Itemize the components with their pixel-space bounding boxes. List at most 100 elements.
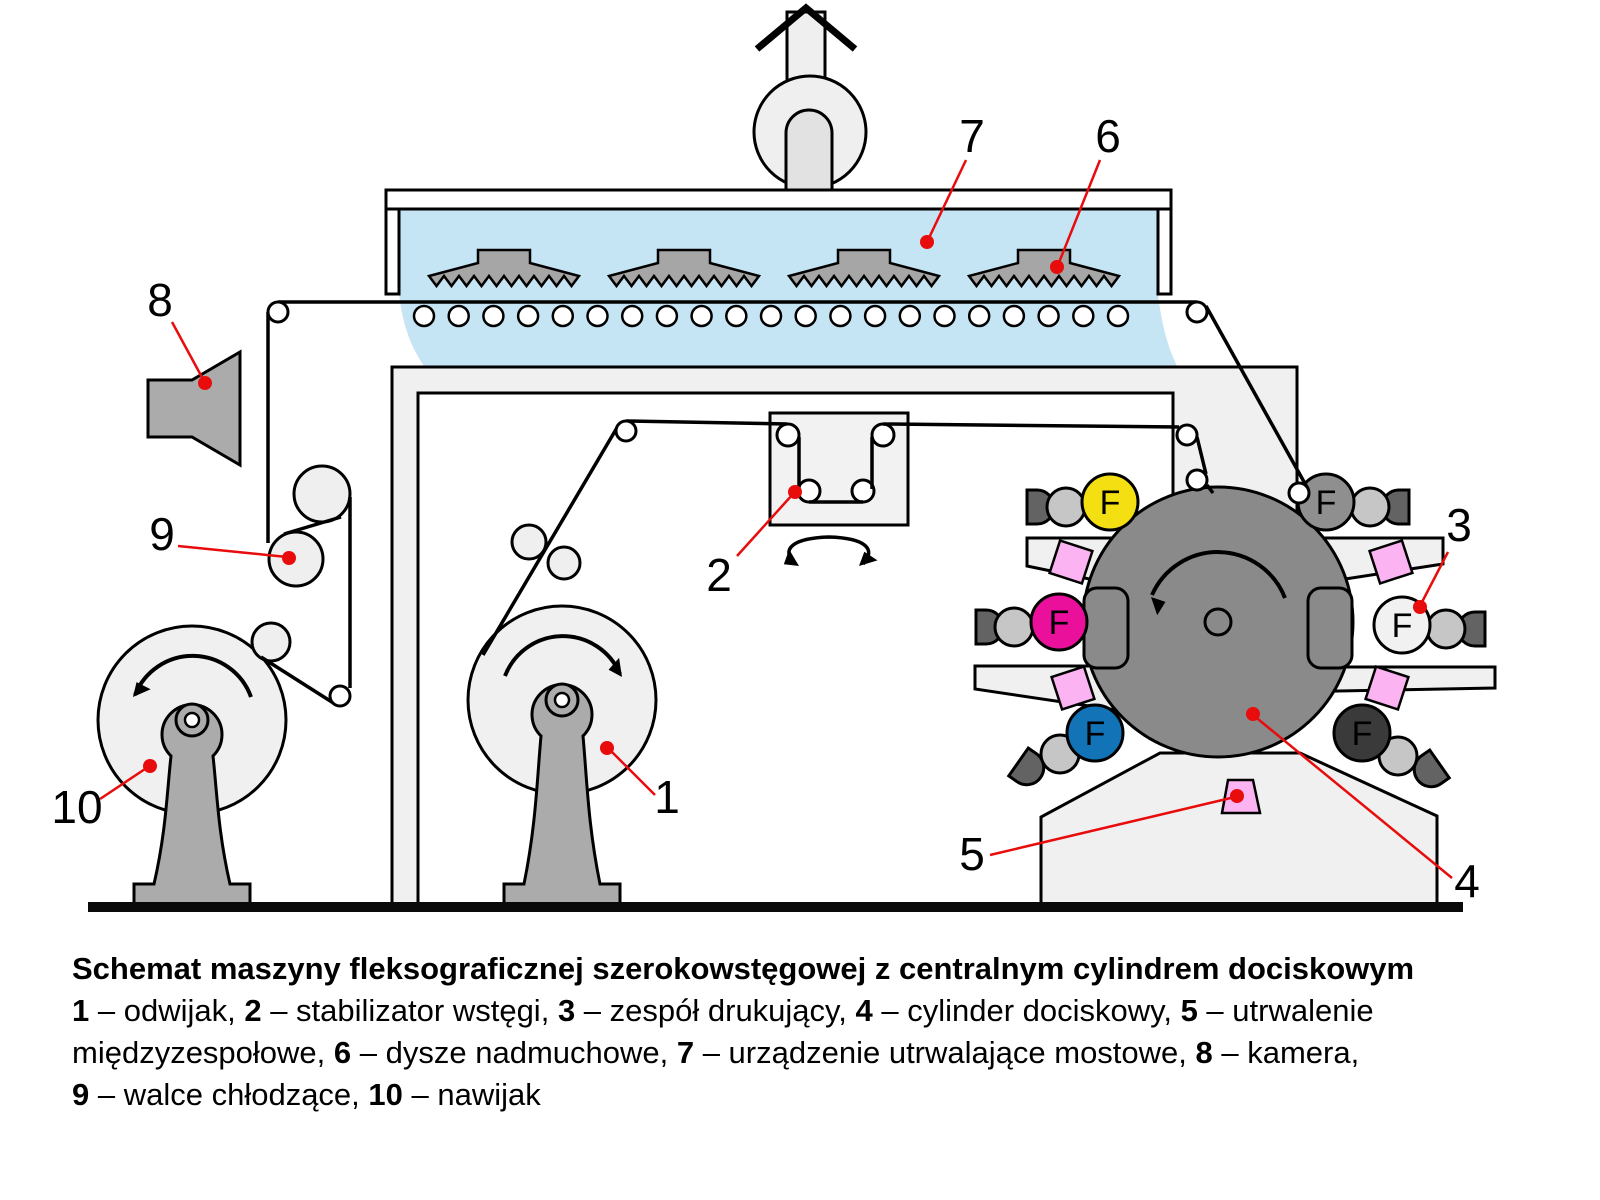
camera-icon bbox=[146, 349, 242, 468]
interstation-dryer-right-top bbox=[1368, 539, 1414, 585]
printing-station-yellow: F bbox=[1025, 472, 1140, 532]
nip-roller-lower bbox=[546, 545, 582, 581]
printing-station-white: F bbox=[1372, 595, 1487, 655]
label-1: 1 bbox=[654, 771, 680, 823]
bearing-block-left bbox=[1082, 586, 1130, 670]
plate-cylinder bbox=[1065, 703, 1125, 763]
floor-line bbox=[88, 902, 1463, 912]
printing-station-gray: F bbox=[1296, 472, 1411, 532]
label-dots bbox=[143, 235, 1427, 803]
dryer-roller bbox=[794, 304, 817, 328]
caption-legend: 1 – odwijak, 2 – stabilizator wstęgi, 3 … bbox=[72, 990, 1542, 1116]
label-9: 9 bbox=[149, 508, 175, 560]
label-4: 4 bbox=[1454, 855, 1480, 907]
guide-pulleys bbox=[266, 300, 1311, 708]
dryer-roller bbox=[1002, 304, 1026, 328]
dryer-chamber-blue-zone bbox=[399, 209, 1177, 366]
unwind-axle bbox=[553, 691, 571, 709]
dryer-roller bbox=[759, 304, 783, 328]
cylinder-rotation-arrow-icon bbox=[1145, 550, 1287, 616]
stabilizer-roller-tr bbox=[870, 422, 896, 448]
plate-cylinder bbox=[1332, 703, 1392, 763]
dryer-roller bbox=[898, 304, 922, 328]
dryer-roller bbox=[655, 304, 679, 328]
plate-letter: F bbox=[1085, 715, 1106, 753]
interstation-dryer-left-top bbox=[1048, 539, 1094, 585]
dryer-roller bbox=[967, 304, 991, 328]
plate-letter: F bbox=[1316, 484, 1337, 522]
label-8: 8 bbox=[147, 274, 173, 326]
label-10: 10 bbox=[51, 781, 102, 833]
dryer-roller bbox=[829, 304, 852, 328]
unwind-rotation-arrow-icon bbox=[503, 634, 622, 677]
web-stabilizer bbox=[768, 411, 910, 573]
pulley bbox=[1287, 481, 1311, 505]
bearing-block-right bbox=[1306, 586, 1354, 670]
rewind-axle bbox=[183, 711, 201, 729]
pulley bbox=[266, 300, 290, 324]
plate-letter: F bbox=[1049, 604, 1070, 642]
caption-line: 1 – odwijak, 2 – stabilizator wstęgi, 3 … bbox=[72, 993, 1374, 1028]
plate-letter: F bbox=[1100, 484, 1121, 522]
caption-line: 9 – walce chłodzące, 10 – nawijak bbox=[72, 1077, 541, 1112]
caption-title: Schemat maszyny fleksograficznej szeroko… bbox=[72, 951, 1415, 986]
cooling-roller-lower bbox=[267, 530, 325, 588]
label-3: 3 bbox=[1446, 499, 1472, 551]
anilox-roller bbox=[1425, 608, 1467, 650]
interstation-dryer-right-bottom bbox=[1364, 665, 1410, 711]
figure-caption: Schemat maszyny fleksograficznej szeroko… bbox=[72, 948, 1542, 1116]
dryer-left-wall bbox=[384, 207, 401, 296]
label-7: 7 bbox=[959, 110, 985, 162]
exhaust-tube bbox=[784, 108, 834, 204]
cooling-rollers bbox=[267, 464, 352, 588]
exhaust-arrow-icon bbox=[754, 3, 858, 52]
pulley bbox=[1175, 423, 1199, 447]
dryer-roller bbox=[725, 304, 748, 328]
dryer-roller bbox=[551, 304, 575, 328]
dryer-roller bbox=[690, 304, 713, 328]
exhaust-duct bbox=[752, 3, 868, 204]
bridge-dryer-housing bbox=[384, 188, 1173, 296]
pulley bbox=[614, 419, 638, 443]
dryer-right-wall bbox=[1156, 207, 1173, 296]
interstation-dryer-left-bottom bbox=[1050, 665, 1096, 711]
rewind-rotation-arrow-icon bbox=[133, 653, 253, 698]
label-2: 2 bbox=[706, 549, 732, 601]
cooling-roller-upper bbox=[292, 464, 352, 524]
dryer-roller bbox=[620, 304, 644, 328]
pulley bbox=[328, 684, 352, 708]
label-leader-lines bbox=[99, 159, 1453, 879]
nip-roller-upper bbox=[510, 523, 548, 561]
dryer-roller bbox=[1072, 304, 1095, 328]
plate-cylinder bbox=[1029, 592, 1089, 652]
dryer-roller bbox=[482, 304, 505, 328]
dryer-roller bbox=[516, 304, 540, 328]
plate-cylinder bbox=[1080, 472, 1140, 532]
number-labels: 1 2 3 4 5 6 7 8 9 10 bbox=[51, 110, 1479, 907]
printing-stations: F F F F F bbox=[974, 472, 1487, 789]
unwinder-roll bbox=[466, 604, 658, 908]
stabilizer-roller-tl bbox=[775, 422, 801, 448]
anilox-roller bbox=[993, 606, 1035, 648]
dryer-roller-row bbox=[412, 304, 1130, 328]
anilox-roller bbox=[1045, 486, 1087, 528]
dryer-roller bbox=[586, 304, 609, 328]
plate-letter: F bbox=[1352, 715, 1373, 753]
plate-letter: F bbox=[1392, 607, 1413, 645]
swivel-arrow-icon bbox=[779, 535, 878, 573]
printing-station-magenta: F bbox=[974, 592, 1089, 652]
dryer-roller bbox=[933, 304, 956, 328]
dryer-top-band bbox=[384, 188, 1173, 211]
dryer-roller bbox=[863, 304, 887, 328]
label-6: 6 bbox=[1095, 110, 1121, 162]
cylinder-hub bbox=[1203, 607, 1233, 637]
web-path bbox=[260, 300, 1310, 706]
label-5: 5 bbox=[959, 828, 985, 880]
rewinder-roll bbox=[96, 621, 292, 908]
rewind-lay-on-roller bbox=[250, 621, 292, 663]
infeed-nip-rollers bbox=[510, 523, 582, 581]
caption-line: międzyzespołowe, 6 – dysze nadmuchowe, 7… bbox=[72, 1035, 1360, 1070]
dryer-roller bbox=[412, 304, 436, 328]
